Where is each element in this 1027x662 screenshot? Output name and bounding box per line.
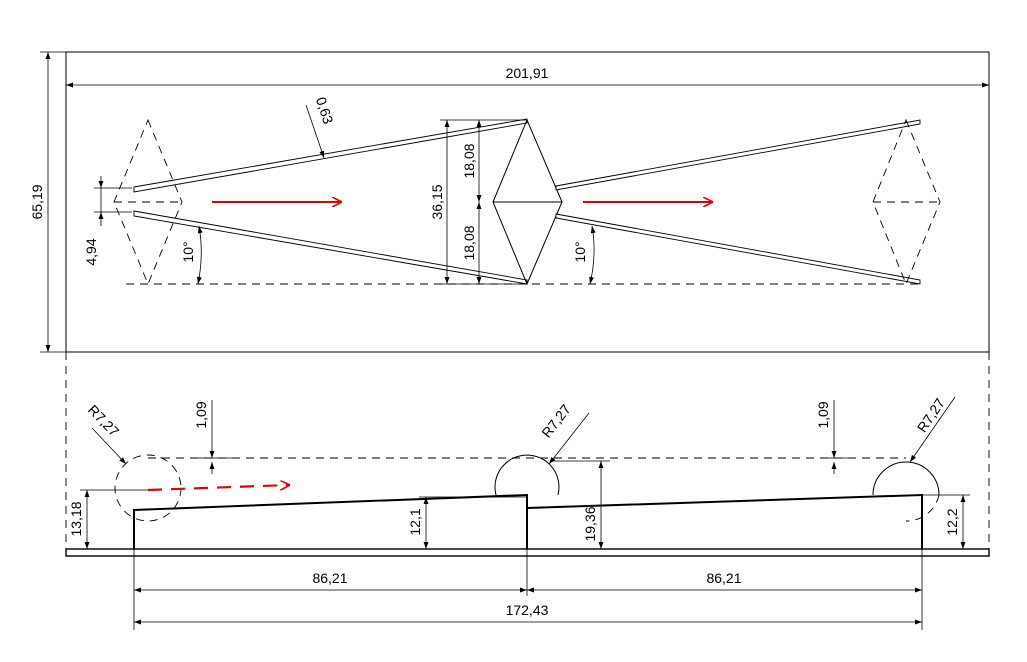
- radius-center-label: R7,27: [538, 401, 574, 440]
- angle-right-arc: [589, 225, 596, 285]
- circle-left: [114, 454, 182, 522]
- right-funnel: [555, 119, 921, 285]
- circle-right-dashed: [905, 494, 940, 522]
- angle-left-arc: [196, 225, 203, 285]
- top-view: 201,91 65,19: [29, 51, 990, 353]
- radius-right-leader: [909, 396, 956, 463]
- left-diamond-outline: [113, 118, 183, 286]
- side-view: R7,27 R7,27 R7,27 1,09 1,09 13,18 12,1 1…: [65, 395, 990, 630]
- offset-right-label: 1,09: [815, 401, 831, 428]
- side-flow-arrow: [147, 485, 290, 492]
- offset-left-label: 1,09: [193, 401, 209, 428]
- center-diamond: [492, 118, 563, 286]
- slot-gap-label: 4,94: [83, 238, 99, 265]
- segment-right-label: 86,21: [706, 570, 741, 586]
- wall-thickness-label: 0,63: [313, 95, 337, 126]
- radius-center-leader: [548, 412, 590, 465]
- wall-thickness-leader: [305, 104, 325, 159]
- radius-left-leader: [91, 427, 127, 465]
- height-right-label: 12,2: [944, 508, 960, 535]
- radius-left-label: R7,27: [85, 402, 123, 440]
- segment-left-label: 86,21: [312, 570, 347, 586]
- total-length-label: 172,43: [506, 602, 549, 618]
- circle-center-arc: [494, 454, 560, 496]
- right-diamond-outline: [872, 118, 941, 286]
- ramp-left: [133, 493, 528, 549]
- height-center-label: 19,36: [582, 506, 598, 541]
- total-height-label: 36,15: [429, 184, 445, 219]
- circle-right-arc: [872, 461, 940, 496]
- top-view-frame: [65, 51, 990, 353]
- height-first-end-label: 12,1: [407, 508, 423, 535]
- height-left-label: 13,18: [68, 501, 84, 536]
- base-plate: [65, 548, 990, 557]
- overall-length-label: 201,91: [506, 65, 549, 81]
- angle-right-label: 10°: [572, 241, 588, 262]
- overall-height-label: 65,19: [29, 184, 45, 219]
- upper-half-label: 18,08: [461, 143, 477, 178]
- angle-left-label: 10°: [180, 241, 196, 262]
- lower-half-label: 18,08: [461, 225, 477, 260]
